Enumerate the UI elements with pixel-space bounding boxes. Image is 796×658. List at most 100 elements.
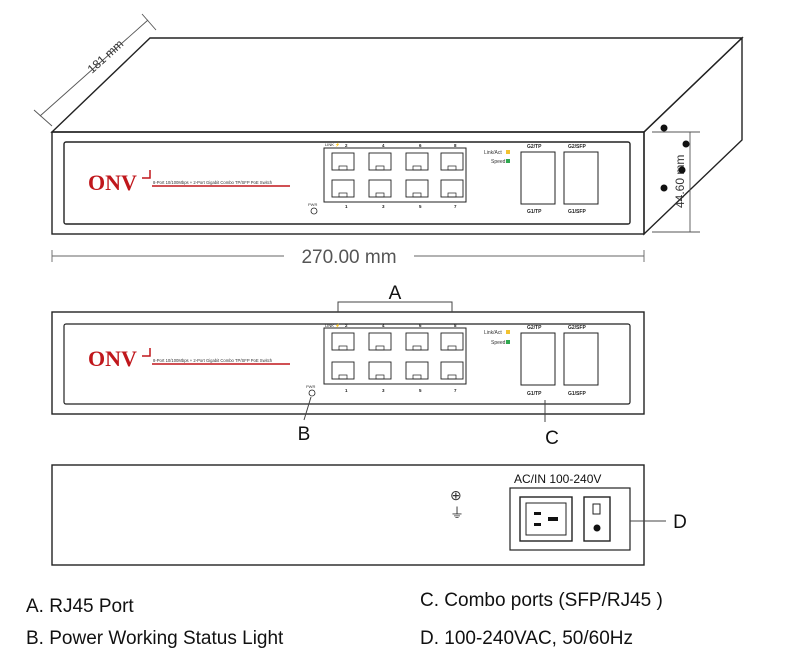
depth-label: 181 mm bbox=[85, 37, 127, 76]
port-number: 2 bbox=[345, 143, 348, 148]
rj45-port[interactable] bbox=[405, 152, 429, 171]
rj45-port[interactable] bbox=[405, 179, 429, 198]
port-number: 4 bbox=[382, 323, 385, 328]
combo-label: G1/SFP bbox=[568, 391, 586, 397]
front-panel-inner bbox=[63, 323, 631, 405]
port-number: 3 bbox=[382, 388, 385, 393]
switch-side-face bbox=[643, 36, 743, 236]
legend-b: B. Power Working Status Light bbox=[26, 628, 284, 649]
switch-rocker-dot bbox=[593, 524, 601, 532]
combo-label: G1/TP bbox=[527, 209, 542, 215]
port-number: 8 bbox=[454, 323, 457, 328]
port-number: 4 bbox=[382, 143, 385, 148]
front-panel-top: ONV 8-Port 10/100Mbps + 2-Port Gigabit C… bbox=[88, 142, 599, 215]
callout-b-line bbox=[303, 396, 312, 421]
indicator-label-speed: Speed bbox=[491, 159, 506, 165]
port-number: 8 bbox=[454, 143, 457, 148]
port-number: 1 bbox=[345, 388, 348, 393]
port-number: 6 bbox=[419, 143, 422, 148]
callout-c: C bbox=[545, 428, 559, 449]
legend-c: C. Combo ports (SFP/RJ45 ) bbox=[420, 590, 663, 611]
port-number: 7 bbox=[454, 204, 457, 209]
callout-b: B bbox=[298, 424, 311, 445]
ground-symbol-icon: ⊕ bbox=[450, 487, 462, 503]
combo-port-g-tp bbox=[520, 151, 556, 205]
brand-logo: ONV bbox=[88, 170, 137, 195]
link-act-led-icon bbox=[506, 330, 510, 334]
ground-symbol-icon: ⏚ bbox=[450, 505, 464, 521]
port-header: LINK ⚡ bbox=[325, 323, 340, 328]
brand-tagline: 8-Port 10/100Mbps + 2-Port Gigabit Combo… bbox=[153, 180, 273, 185]
rj45-port[interactable] bbox=[368, 152, 392, 171]
rj45-port[interactable] bbox=[405, 332, 429, 351]
legend-a: A. RJ45 Port bbox=[26, 596, 134, 617]
rj45-port[interactable] bbox=[368, 361, 392, 380]
rj45-port[interactable] bbox=[440, 152, 464, 171]
speed-led-icon bbox=[506, 159, 510, 163]
rj45-port[interactable] bbox=[440, 332, 464, 351]
iec-pin-icon bbox=[534, 512, 541, 515]
power-label: PWR bbox=[308, 202, 317, 207]
screw-icon bbox=[660, 184, 668, 192]
combo-port-g-sfp bbox=[563, 151, 599, 205]
power-led-icon bbox=[308, 389, 316, 397]
combo-label: G2/TP bbox=[527, 144, 542, 150]
rear-panel-frame bbox=[51, 464, 645, 566]
port-number: 6 bbox=[419, 323, 422, 328]
front-inner-panel bbox=[63, 141, 631, 225]
port-block bbox=[323, 327, 467, 385]
rj45-port[interactable] bbox=[405, 361, 429, 380]
callout-d: D bbox=[673, 512, 687, 533]
rj45-ports bbox=[331, 152, 464, 198]
combo-label: G2/TP bbox=[527, 325, 542, 331]
callout-a: A bbox=[389, 283, 402, 304]
brand-logo: ONV bbox=[88, 346, 137, 371]
front-panel-flat: ONV 8-Port 10/100Mbps + 2-Port Gigabit C… bbox=[88, 323, 599, 397]
indicator-label-link: Link/Act bbox=[484, 150, 502, 156]
combo-port-g-sfp bbox=[563, 332, 599, 386]
link-act-led-icon bbox=[506, 150, 510, 154]
rj45-port[interactable] bbox=[368, 179, 392, 198]
rj45-port[interactable] bbox=[331, 332, 355, 351]
port-block bbox=[323, 147, 467, 203]
power-switch-icon[interactable] bbox=[583, 496, 611, 542]
logo-mark-icon bbox=[142, 170, 290, 187]
indicator-label-speed: Speed bbox=[491, 340, 506, 346]
power-module bbox=[509, 487, 631, 551]
front-panel-frame bbox=[51, 311, 645, 415]
combo-label: G1/SFP bbox=[568, 209, 586, 215]
port-number: 5 bbox=[419, 388, 422, 393]
logo-mark-icon bbox=[142, 348, 290, 365]
height-label: 44.60 mm bbox=[673, 155, 687, 208]
combo-label: G1/TP bbox=[527, 391, 542, 397]
screw-icon bbox=[682, 140, 690, 148]
rj45-port[interactable] bbox=[331, 152, 355, 171]
screw-icon bbox=[678, 166, 686, 174]
switch-3d-view bbox=[50, 36, 744, 236]
power-label: PWR bbox=[306, 384, 315, 389]
screw-icon bbox=[660, 124, 668, 132]
combo-label: G2/SFP bbox=[568, 144, 586, 150]
brand-tagline: 8-Port 10/100Mbps + 2-Port Gigabit Combo… bbox=[153, 358, 273, 363]
combo-label: G2/SFP bbox=[568, 325, 586, 331]
iec-inlet-icon bbox=[519, 496, 573, 542]
port-number: 5 bbox=[419, 204, 422, 209]
width-label: 270.00 mm bbox=[301, 247, 396, 268]
rj45-port[interactable] bbox=[331, 361, 355, 380]
port-header: LINK ⚡ bbox=[325, 142, 340, 147]
rj45-port[interactable] bbox=[331, 179, 355, 198]
rj45-port[interactable] bbox=[440, 179, 464, 198]
rj45-port[interactable] bbox=[368, 332, 392, 351]
iec-pin-icon bbox=[548, 517, 558, 521]
port-number: 1 bbox=[345, 204, 348, 209]
rj45-port[interactable] bbox=[440, 361, 464, 380]
depth-dimension bbox=[33, 13, 157, 127]
legend-d: D. 100-240VAC, 50/60Hz bbox=[420, 628, 633, 649]
port-number: 7 bbox=[454, 388, 457, 393]
indicator-label-link: Link/Act bbox=[484, 330, 502, 336]
iec-pin-icon bbox=[534, 523, 541, 526]
height-dimension bbox=[652, 131, 700, 233]
rear-power-label: AC/IN 100-240V bbox=[514, 472, 601, 486]
iec-inlet-inner bbox=[525, 502, 567, 536]
